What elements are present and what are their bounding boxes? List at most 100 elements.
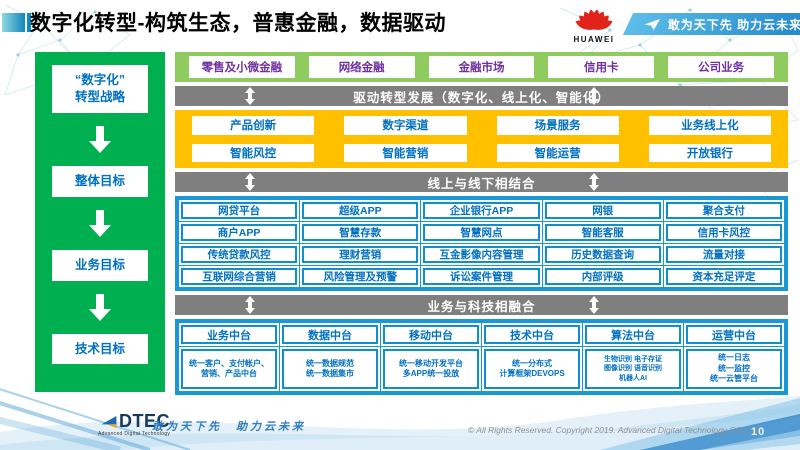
banner-biz-tech-fusion: 业务与科技相融合 — [175, 295, 788, 315]
platform-header: 技术中台 — [484, 325, 580, 344]
platform-body-line: 图像识别 语音识别 — [604, 365, 662, 373]
strategy-item-line: 整体目标 — [74, 173, 125, 188]
capability-cell: 数字渠道 — [344, 116, 467, 135]
strategy-panel: “数字化” 转型战略 整体目标 业务目标 技术目标 — [35, 52, 165, 392]
channel-cell: 企业银行APP — [423, 202, 540, 219]
platform-body: 统一数据规范 统一数据集市 — [282, 349, 378, 389]
double-arrow-icon — [245, 172, 256, 192]
channel-cell: 资本充足评定 — [665, 268, 782, 285]
channel-cell: 超级APP — [302, 202, 419, 219]
strategy-item-tech-goal: 技术目标 — [52, 333, 148, 365]
channel-cell: 互金影像内容管理 — [423, 246, 540, 263]
channel-cell: 互联网综合营销 — [181, 268, 298, 285]
platform-body: 统一日志 统一监控 统一云管平台 — [686, 349, 782, 389]
platform-body: 统一移动开发平台 多APP统一投放 — [383, 349, 479, 389]
platform-body-line: 生物识别 电子存证 — [604, 356, 662, 364]
strategy-item-business-goal: 业务目标 — [52, 249, 148, 281]
platform-body-line: 多APP统一投放 — [402, 369, 460, 378]
channel-cell: 商户APP — [181, 224, 298, 241]
channels-band: 网贷平台 超级APP 企业银行APP 网银 聚合支付 商户APP 智慧存款 智慧… — [175, 196, 788, 291]
channel-cell: 流量对接 — [665, 246, 782, 263]
business-line-cell: 零售及小微金融 — [189, 56, 295, 78]
platform-body-line: 统一数据集市 — [306, 369, 354, 378]
platform-body-line: 统一日志 — [718, 353, 750, 363]
channel-cell: 理财营销 — [302, 246, 419, 263]
strategy-item-line: “数字化” — [74, 73, 125, 87]
platform-body: 统一客户、支付帐户、营销、产品中台 — [181, 349, 277, 389]
down-arrow-icon — [89, 209, 111, 237]
channel-cell: 网银 — [544, 202, 661, 219]
channel-cell: 网贷平台 — [181, 202, 298, 219]
banner-drive-transformation: 驱动转型发展（数字化、线上化、智能化） — [175, 86, 788, 106]
business-lines-band: 零售及小微金融 网络金融 金融市场 信用卡 公司业务 — [175, 52, 788, 82]
platform-body: 生物识别 电子存证 图像识别 语音识别 机器人AI — [585, 349, 681, 389]
huawei-flower-icon — [575, 9, 613, 30]
adtec-arrow-icon — [101, 415, 117, 429]
transformation-diagram: 零售及小微金融 网络金融 金融市场 信用卡 公司业务 驱动转型发展（数字化、线上… — [175, 52, 788, 395]
huawei-wordmark: HUAWEI — [573, 35, 615, 44]
capability-cell: 智能营销 — [344, 143, 467, 162]
strategy-item-transformation: “数字化” 转型战略 — [52, 65, 148, 113]
page-number: 10 — [751, 426, 766, 438]
down-arrow-icon — [89, 293, 111, 321]
platform-body-line: 统一数据规范 — [306, 358, 354, 368]
strategy-item-line: 转型战略 — [74, 89, 125, 104]
channel-cell: 风险管理及预警 — [302, 268, 419, 285]
capabilities-band: 产品创新 数字渠道 场景服务 业务线上化 智能风控 智能营销 智能运营 开放银行 — [175, 110, 788, 168]
platform-body-line: 统一移动开发平台 — [399, 358, 463, 368]
copyright-text: © All Rights Reserved. Copyright 2019. A… — [468, 425, 759, 435]
capability-cell: 智能运营 — [496, 143, 619, 162]
platform-body: 统一分布式 计算框架DEVOPS — [484, 349, 580, 389]
double-arrow-icon — [588, 86, 599, 106]
title-accent-bar — [2, 13, 25, 32]
banner-online-offline: 线上与线下相结合 — [175, 172, 788, 192]
platform-header: 运营中台 — [686, 325, 782, 344]
platform-body-line: 统一监控 — [718, 363, 750, 373]
banner-text: 线上与线下相结合 — [427, 176, 536, 191]
platform-body-line: 统一分布式 — [512, 358, 552, 368]
platforms-band: 业务中台 数据中台 移动中台 技术中台 算法中台 运营中台 统一客户、支付帐户、… — [175, 319, 788, 395]
platform-body-line: 统一云管平台 — [710, 374, 758, 384]
platform-header: 移动中台 — [383, 325, 479, 344]
banner-text: 业务与科技相融合 — [427, 299, 536, 314]
channel-cell: 智能客服 — [544, 224, 661, 241]
business-line-cell: 公司业务 — [668, 56, 774, 78]
platform-body-line: 计算框架DEVOPS — [499, 369, 565, 378]
strategy-item-overall-goal: 整体目标 — [52, 165, 148, 197]
platform-body-line: 机器人AI — [619, 374, 647, 382]
strategy-item-line: 业务目标 — [74, 257, 125, 272]
channel-cell: 聚合支付 — [665, 202, 782, 219]
header-slogan-text: 敢为天下先 助力云未来 — [668, 17, 800, 32]
channel-cell: 传统贷款风控 — [181, 246, 298, 263]
huawei-logo: HUAWEI — [570, 3, 618, 44]
banner-text: 驱动转型发展（数字化、线上化、智能化） — [353, 90, 610, 105]
strategy-item-line: 技术目标 — [74, 341, 125, 356]
business-line-cell: 信用卡 — [548, 56, 655, 78]
capability-cell: 场景服务 — [496, 116, 619, 135]
platform-header: 数据中台 — [282, 325, 378, 344]
double-arrow-icon — [588, 172, 599, 192]
platform-header: 业务中台 — [181, 325, 277, 344]
channel-cell: 诉讼案件管理 — [423, 268, 540, 285]
down-arrow-icon — [89, 125, 111, 153]
capability-cell: 业务线上化 — [648, 116, 771, 135]
double-arrow-icon — [245, 86, 256, 106]
platform-body-line: 统一客户、支付帐户、营销、产品中台 — [189, 358, 269, 378]
paper-plane-icon — [644, 18, 661, 30]
channel-cell: 智慧存款 — [302, 224, 419, 241]
business-line-cell: 金融市场 — [428, 56, 535, 78]
business-line-cell: 网络金融 — [308, 56, 415, 78]
platform-header: 算法中台 — [585, 325, 681, 344]
capability-cell: 智能风控 — [192, 143, 315, 162]
capability-cell: 开放银行 — [648, 143, 771, 162]
channel-cell: 信用卡风控 — [665, 224, 782, 241]
channel-cell: 内部评级 — [544, 268, 661, 285]
channel-cell: 历史数据查询 — [544, 246, 661, 263]
header-slogan-banner: 敢为天下先 助力云未来 — [622, 13, 800, 35]
double-arrow-icon — [588, 295, 599, 315]
capability-cell: 产品创新 — [192, 116, 315, 135]
channel-cell: 智慧网点 — [423, 224, 540, 241]
double-arrow-icon — [245, 295, 256, 315]
page-title: 数字化转型-构筑生态，普惠金融，数据驱动 — [30, 12, 446, 35]
footer-slogan: 敢为天下先 助力云未来 — [152, 421, 306, 433]
